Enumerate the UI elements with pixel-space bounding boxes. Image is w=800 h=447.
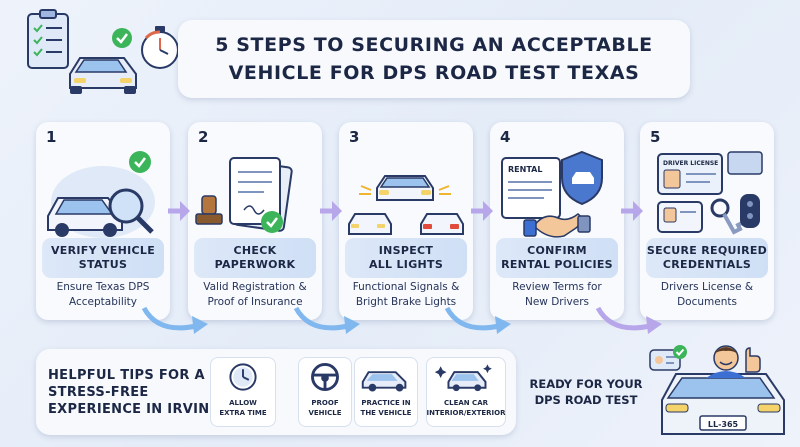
step-card-1: 1 VERIFY VEHICLE STATUS Ensure Texas DPS… [36,122,170,320]
step-description: Valid Registration & Proof of Insurance [203,281,307,308]
step-number: 4 [500,128,511,146]
clock-icon [229,363,257,391]
tip-proof-vehicle: PROOF VEHICLE [298,357,352,427]
curved-arrow-icon [595,306,662,334]
tip-label: CLEAN CAR INTERIOR/EXTERIOR [426,399,506,417]
rental-doc-label: RENTAL [508,165,542,174]
stopwatch-icon [141,26,179,69]
step-card-2: 2 CHECK PAPERWORK Valid Registration & P… [188,122,322,320]
tip-practice-in-vehicle: PRACTICE IN THE VEHICLE [354,357,418,427]
step-description: Functional Signals & Bright Brake Lights [352,281,460,308]
tip-allow-extra-time: ALLOW EXTRA TIME [210,357,276,427]
step-title: INSPECT ALL LIGHTS [345,238,467,278]
curved-arrow-icon [293,306,360,334]
happy-driver-car-icon: LL-365 [649,345,785,435]
arrow-right-icon [168,201,190,221]
step-description: Ensure Texas DPS Acceptability [56,281,150,308]
car-icon [69,57,137,94]
documents-stamp-icon [195,157,293,233]
car-lights-icon [348,175,464,235]
car-magnifier-icon [47,151,155,238]
steering-wheel-icon [311,363,339,391]
ready-message: READY FOR YOUR DPS ROAD TEST [529,377,643,407]
step-description: Review Terms for New Drivers [512,281,602,308]
arrow-right-icon [621,201,643,221]
step-card-3: 3 INSPECT ALL LIGHTS Functional Signals … [339,122,473,320]
title-banner: 5 STEPS TO SECURING AN ACCEPTABLE VEHICL… [178,20,690,98]
sparkle-car-icon [434,364,492,392]
car-icon [361,371,407,392]
tip-label: PRACTICE IN THE VEHICLE [360,399,412,417]
step-title: CONFIRM RENTAL POLICIES [496,238,618,278]
step-number: 3 [349,128,360,146]
hero-illustration [27,9,179,94]
license-keys-icon: DRIVER LICENSE [657,151,763,235]
tip-clean-car: CLEAN CAR INTERIOR/EXTERIOR [426,357,506,427]
tip-label: PROOF VEHICLE [308,399,342,417]
curved-arrow-icon [141,306,208,334]
step-title: VERIFY VEHICLE STATUS [42,238,164,278]
curved-arrow-icon [444,306,511,334]
title-line-2: VEHICLE FOR DPS ROAD TEST TEXAS [228,62,640,84]
arrow-right-icon [320,201,342,221]
tips-heading: HELPFUL TIPS FOR A STRESS-FREE EXPERIENC… [48,368,221,417]
step-number: 1 [46,128,57,146]
arrow-right-icon [471,201,493,221]
rental-handshake-icon: RENTAL [501,150,603,238]
tip-label: ALLOW EXTRA TIME [219,399,267,417]
step-card-4: 4 RENTAL CONFIRM RENTAL POLICIES Review … [490,122,624,320]
step-title: SECURE REQUIRED CREDENTIALS [646,238,768,278]
license-card-label: DRIVER LICENSE [663,160,718,167]
step-number: 5 [650,128,661,146]
step-number: 2 [198,128,209,146]
clipboard-icon [27,9,69,69]
check-badge-icon [112,28,132,48]
step-card-5: 5 DRIVER LICENSE SECURE REQUIRED CREDENT… [640,122,774,320]
step-description: Drivers License & Documents [660,281,754,308]
tips-panel: HELPFUL TIPS FOR A STRESS-FREE EXPERIENC… [36,349,516,435]
license-plate-text: LL-365 [708,420,739,429]
step-title: CHECK PAPERWORK [194,238,316,278]
title-line-1: 5 STEPS TO SECURING AN ACCEPTABLE [215,34,653,56]
